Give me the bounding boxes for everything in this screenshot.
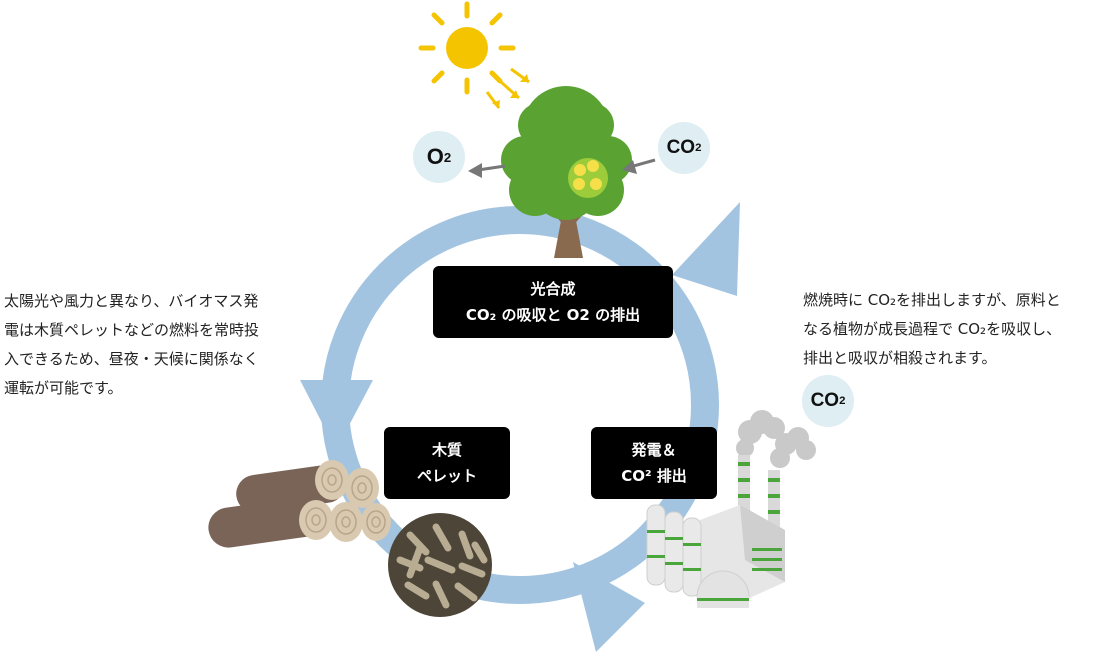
pellet-label: 木質 ペレット [384, 427, 510, 499]
co2-bubble-top-sub: 2 [695, 142, 702, 154]
pellet-line1: 木質 [431, 441, 462, 459]
right-description: 燃焼時に CO₂を排出しますが、原料と なる植物が成長過程で CO₂を吸収し、 … [803, 291, 1062, 367]
o2-bubble-sub: 2 [443, 149, 452, 165]
power-line2: CO² 排出 [621, 467, 687, 485]
power-line1: 発電＆ [631, 441, 677, 459]
photosynthesis-subtitle: CO₂ の吸収と O2 の排出 [465, 306, 641, 324]
co2-arrow [622, 158, 656, 174]
photosynthesis-title: 光合成 [530, 280, 576, 298]
power-label: 発電＆ CO² 排出 [591, 427, 717, 499]
co2-bubble-top-main: CO [666, 137, 696, 158]
power-plant-icon [646, 410, 816, 608]
pellet-line2: ペレット [416, 467, 477, 485]
sun-icon [418, 1, 530, 109]
cycle-arrow-right [672, 202, 740, 296]
left-description: 太陽光や風力と異なり、バイオマス発 電は木質ペレットなどの燃料を常時投 入できる… [4, 292, 260, 397]
co2-bubble-right-main: CO [810, 390, 840, 411]
o2-arrow [468, 163, 506, 178]
cycle-arrow-bottom [573, 562, 645, 652]
cycle-arrow-left [300, 380, 373, 450]
co2-bubble-right-sub: 2 [839, 395, 846, 407]
o2-bubble-main: O [426, 144, 444, 169]
tree-icon [501, 86, 632, 258]
pellets-icon [388, 513, 492, 617]
logs-icon [208, 460, 391, 548]
photosynthesis-label: 光合成 CO₂ の吸収と O2 の排出 [433, 266, 673, 338]
